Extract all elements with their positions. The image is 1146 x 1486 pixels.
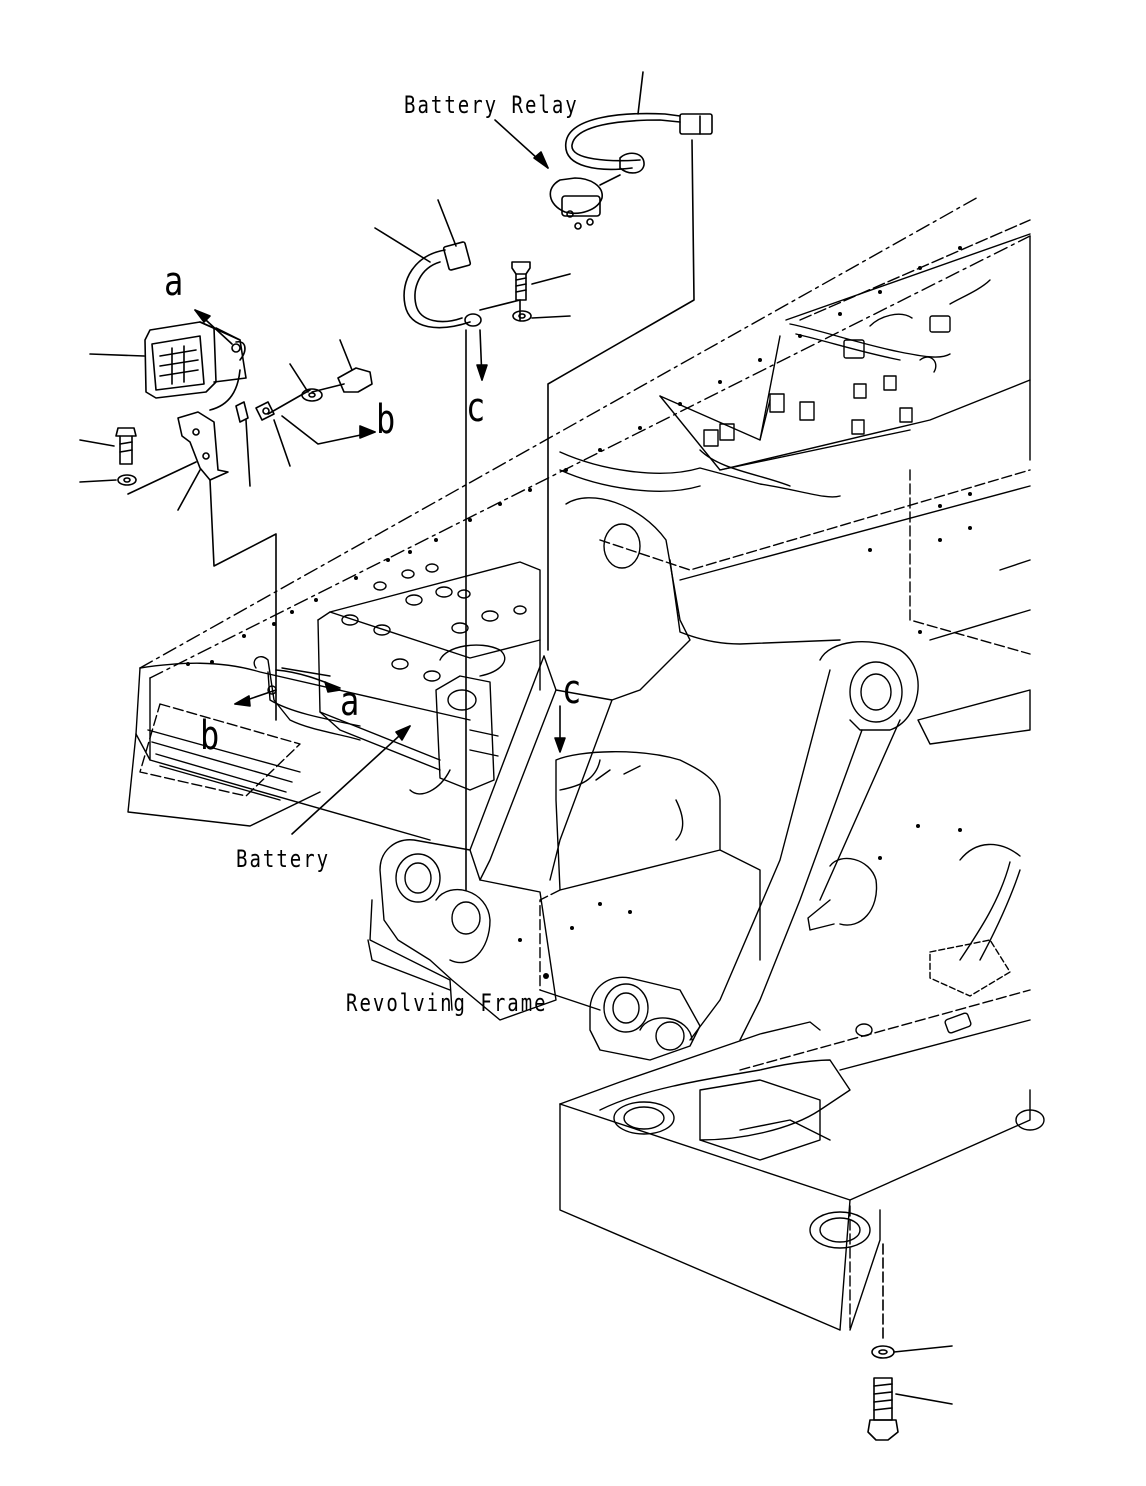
battery-terminals [341, 563, 527, 682]
callout-b-frame: b [200, 713, 220, 759]
battery-relay-label: Battery Relay [404, 91, 579, 119]
ground-cable [374, 199, 521, 891]
callout-c-frame: c [562, 667, 582, 713]
callout-a-frame: a [340, 679, 360, 725]
work-lamp [89, 321, 247, 411]
lamp-bracket [177, 401, 277, 721]
relay-harness [547, 71, 713, 651]
left-bolt [79, 427, 201, 511]
revolving-frame-label: Revolving Frame [346, 989, 548, 1017]
bolt-and-washer [511, 261, 571, 322]
callout-c-top: c [466, 385, 486, 431]
battery-label: Battery [236, 845, 331, 873]
callout-a-top: a [164, 259, 184, 305]
mid-bolt [255, 339, 376, 467]
callout-b-top: b [376, 397, 396, 443]
battery-relay-part [549, 152, 645, 230]
counterweight-bolt [867, 1243, 953, 1441]
revolving-frame [127, 195, 1045, 1331]
